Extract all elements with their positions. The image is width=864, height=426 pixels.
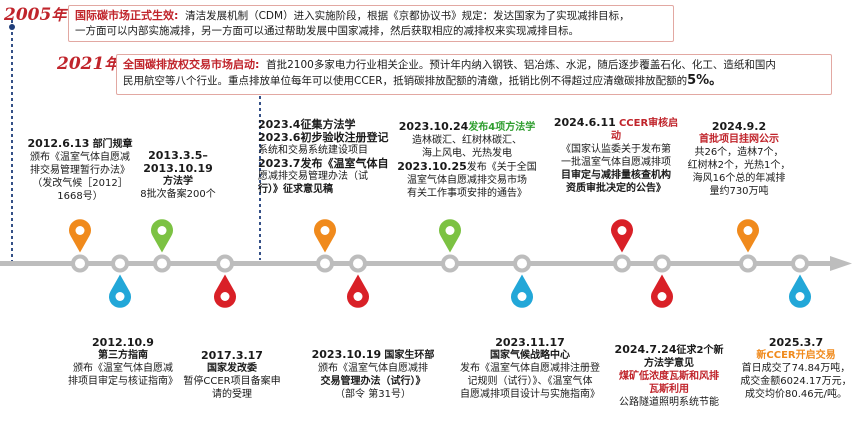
connector-dot-2005 [9, 24, 15, 30]
map-pin-icon [109, 274, 131, 308]
map-pin-hole [157, 226, 167, 235]
timeline-node [791, 254, 809, 273]
event-2017-3-17: 2017.3.17 国家发改委 暂停CCER项目备案申 请的受理 [183, 349, 281, 400]
timeline-node [216, 254, 234, 273]
map-pin-hole [445, 226, 455, 235]
card-2005-title: 国际碳市场正式生效: [75, 9, 179, 22]
event-2024-9-2: 2024.9.2 首批项目挂网公示 共26个，造林7个， 红树林2个，光热1个，… [687, 120, 791, 197]
event-2024-6-11: 2024.6.11 CCER审核启 动 《国家认监委关于发布第 一批温室气体自愿… [553, 116, 679, 194]
map-pin-hole [75, 226, 85, 235]
timeline-node [153, 254, 171, 273]
map-pin-icon [314, 219, 337, 253]
timeline-node [441, 254, 459, 273]
map-pin-icon [611, 219, 633, 253]
timeline-node [111, 254, 129, 273]
timeline-node [316, 254, 334, 273]
map-pin-hole [743, 226, 753, 235]
card-2021-title: 全国碳排放权交易市场启动: [123, 58, 260, 71]
timeline-node [349, 254, 367, 273]
map-pin-icon [439, 219, 462, 253]
timeline-node [613, 254, 631, 273]
map-pin-icon [651, 274, 673, 308]
card-2021-pct: 5%。 [687, 73, 723, 88]
event-2023-11-17: 2023.11.17 国家气候战略中心 发布《温室气体自愿减排注册登 记规则（试… [460, 336, 600, 400]
card-2005: 国际碳市场正式生效: 清洁发展机制（CDM）进入实施阶段，根据《京都协议书》规定… [68, 5, 674, 42]
card-2005-line1: 清洁发展机制（CDM）进入实施阶段，根据《京都协议书》规定：发达国家为了实现减排… [185, 10, 630, 22]
event-2023-10-24: 2023.10.24发布4项方法学 造林碳汇、红树林碳汇、 海上风电、光热发电 … [397, 120, 537, 199]
map-pin-hole [517, 292, 527, 301]
timeline-bar [0, 261, 830, 266]
map-pin-icon [69, 219, 91, 253]
event-2023-10-19: 2023.10.19 国家生环部 颁布《温室气体自愿减排 交易管理办法（试行）》… [311, 348, 435, 400]
map-pin-icon [347, 274, 370, 308]
event-2024-7-24: 2024.7.24征求2个新 方法学意见 煤矿低浓度瓦斯和风排 瓦斯利用 公路隧… [614, 343, 724, 408]
map-pin-icon [736, 219, 759, 253]
map-pin-hole [657, 292, 667, 301]
event-2025-3-7: 2025.3.7 新CCER开启交易 首日成交了74.84万吨， 成交金额602… [740, 336, 852, 400]
map-pin-hole [220, 292, 230, 301]
card-2021-line2: 民用航空等八个行业。重点排放单位每年可以使用CCER，抵销碳排放配额的清缴，抵销… [123, 75, 688, 87]
card-2021-line1: 首批2100多家电力行业相关企业。预计年内纳入钢铁、铝冶炼、水泥，随后逐步覆盖石… [266, 59, 776, 71]
timeline-node [71, 254, 89, 273]
map-pin-hole [320, 226, 330, 235]
map-pin-hole [353, 292, 363, 301]
map-pin-icon [151, 219, 173, 253]
event-2023-methodology: 2023.4征集方法学 2023.6初步验收注册登记 系统和交易系统建设项目 2… [258, 118, 389, 195]
map-pin-icon [511, 274, 533, 308]
year-2021-label: 2021年 [57, 54, 120, 74]
map-pin-hole [115, 292, 125, 301]
timeline-node [513, 254, 531, 273]
event-2013: 2013.3.5– 2013.10.19 方法学 8批次备案200个 [140, 149, 216, 200]
map-pin-icon [214, 274, 236, 308]
event-2012-6-13: 2012.6.13 部门规章 颁布《温室气体自愿减 排交易管理暂行办法》 （发改… [27, 137, 133, 202]
map-pin-hole [617, 226, 627, 235]
timeline-arrow [830, 256, 852, 271]
timeline-node [653, 254, 671, 273]
card-2021: 全国碳排放权交易市场启动: 首批2100多家电力行业相关企业。预计年内纳入钢铁、… [116, 54, 832, 95]
year-2005-label: 2005年 [4, 5, 67, 25]
map-pin-hole [795, 292, 805, 301]
event-2012-10-9: 2012.10.9 第三方指南 颁布《温室气体自愿减 排项目审定与核证指南》 [68, 336, 178, 387]
map-pin-icon [789, 274, 812, 308]
timeline-node [739, 254, 757, 273]
card-2005-line2: 一方面可以内部实施减排，另一方面可以通过帮助发展中国家减排，然后获取相应的减排权… [75, 25, 579, 37]
